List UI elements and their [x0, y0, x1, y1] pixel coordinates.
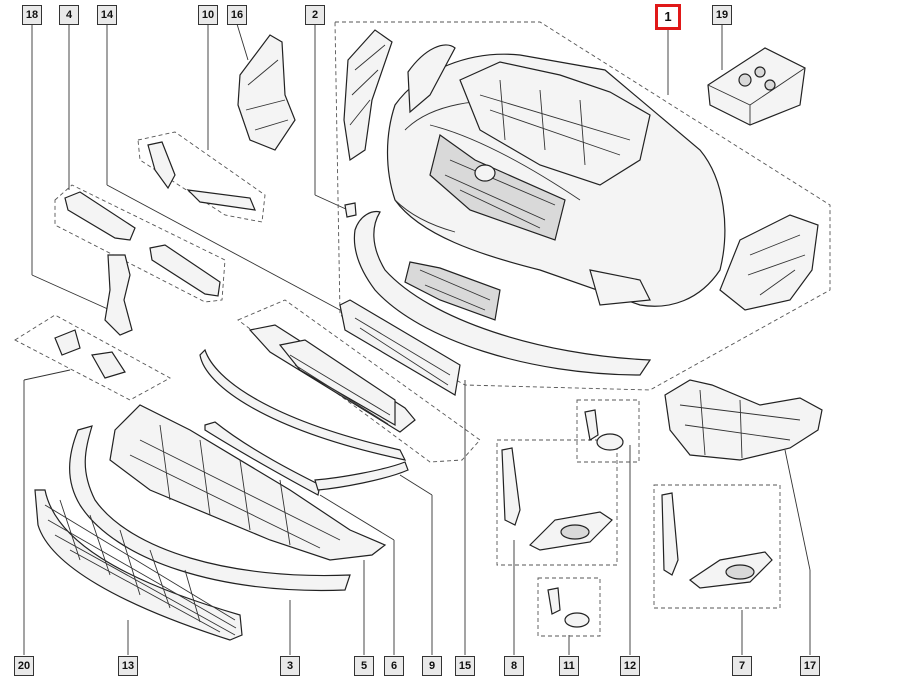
callout-10[interactable]: 10	[198, 5, 218, 25]
center-bracket	[104, 254, 133, 336]
callout-2[interactable]: 2	[305, 5, 325, 25]
upper-absorber	[459, 61, 651, 186]
group-outline-fog-right	[653, 484, 781, 609]
callout-8[interactable]: 8	[504, 656, 524, 676]
bumper-support-bracket	[664, 379, 823, 461]
group-outline-fog-bezel-left	[576, 399, 640, 463]
fog-lamp-ring	[584, 409, 624, 451]
fog-lamp-bezel-left	[501, 447, 613, 551]
trim-strips	[199, 348, 409, 496]
group-outline-lower-grille-frame	[237, 299, 481, 463]
callout-17[interactable]: 17	[800, 656, 820, 676]
undertray	[109, 404, 387, 561]
callout-5[interactable]: 5	[354, 656, 374, 676]
callout-16[interactable]: 16	[227, 5, 247, 25]
lower-grille-frame	[248, 324, 416, 433]
callout-18[interactable]: 18	[22, 5, 42, 25]
group-outline-fog-left	[496, 439, 618, 566]
callout-9[interactable]: 9	[422, 656, 442, 676]
upper-grille	[339, 299, 461, 396]
fog-lamp-bezel-right	[661, 492, 773, 589]
left-upper-bracket	[343, 29, 393, 162]
callout-19[interactable]: 19	[712, 5, 732, 25]
group-outline-side-brackets	[137, 131, 266, 223]
side-absorbers	[64, 191, 221, 297]
group-outlines	[14, 21, 831, 637]
leader-lines	[23, 23, 811, 655]
callout-3[interactable]: 3	[280, 656, 300, 676]
clip-kit-box	[707, 47, 806, 126]
callout-14[interactable]: 14	[97, 5, 117, 25]
callout-7[interactable]: 7	[732, 656, 752, 676]
group-outline-fog-small	[537, 577, 601, 637]
callout-15[interactable]: 15	[455, 656, 475, 676]
fog-lamp-small	[547, 587, 590, 628]
callout-20[interactable]: 20	[14, 656, 34, 676]
bumper-lower-grille	[404, 261, 501, 321]
side-trim-pieces	[147, 141, 256, 211]
callout-12[interactable]: 12	[620, 656, 640, 676]
callout-6[interactable]: 6	[384, 656, 404, 676]
right-side-bracket	[719, 214, 819, 311]
lower-bumper-strip	[353, 210, 652, 376]
headlamp-bracket	[237, 34, 296, 151]
group-outline-clips	[14, 314, 171, 401]
callout-13[interactable]: 13	[118, 656, 138, 676]
group-outline-absorbers	[54, 184, 226, 303]
callout-11[interactable]: 11	[559, 656, 579, 676]
clips	[54, 329, 126, 379]
small-clip	[344, 202, 357, 218]
lower-spoiler-strip	[69, 425, 351, 592]
callout-1-selected[interactable]: 1	[655, 4, 681, 30]
callout-4[interactable]: 4	[59, 5, 79, 25]
lower-grille-mesh	[34, 489, 243, 641]
